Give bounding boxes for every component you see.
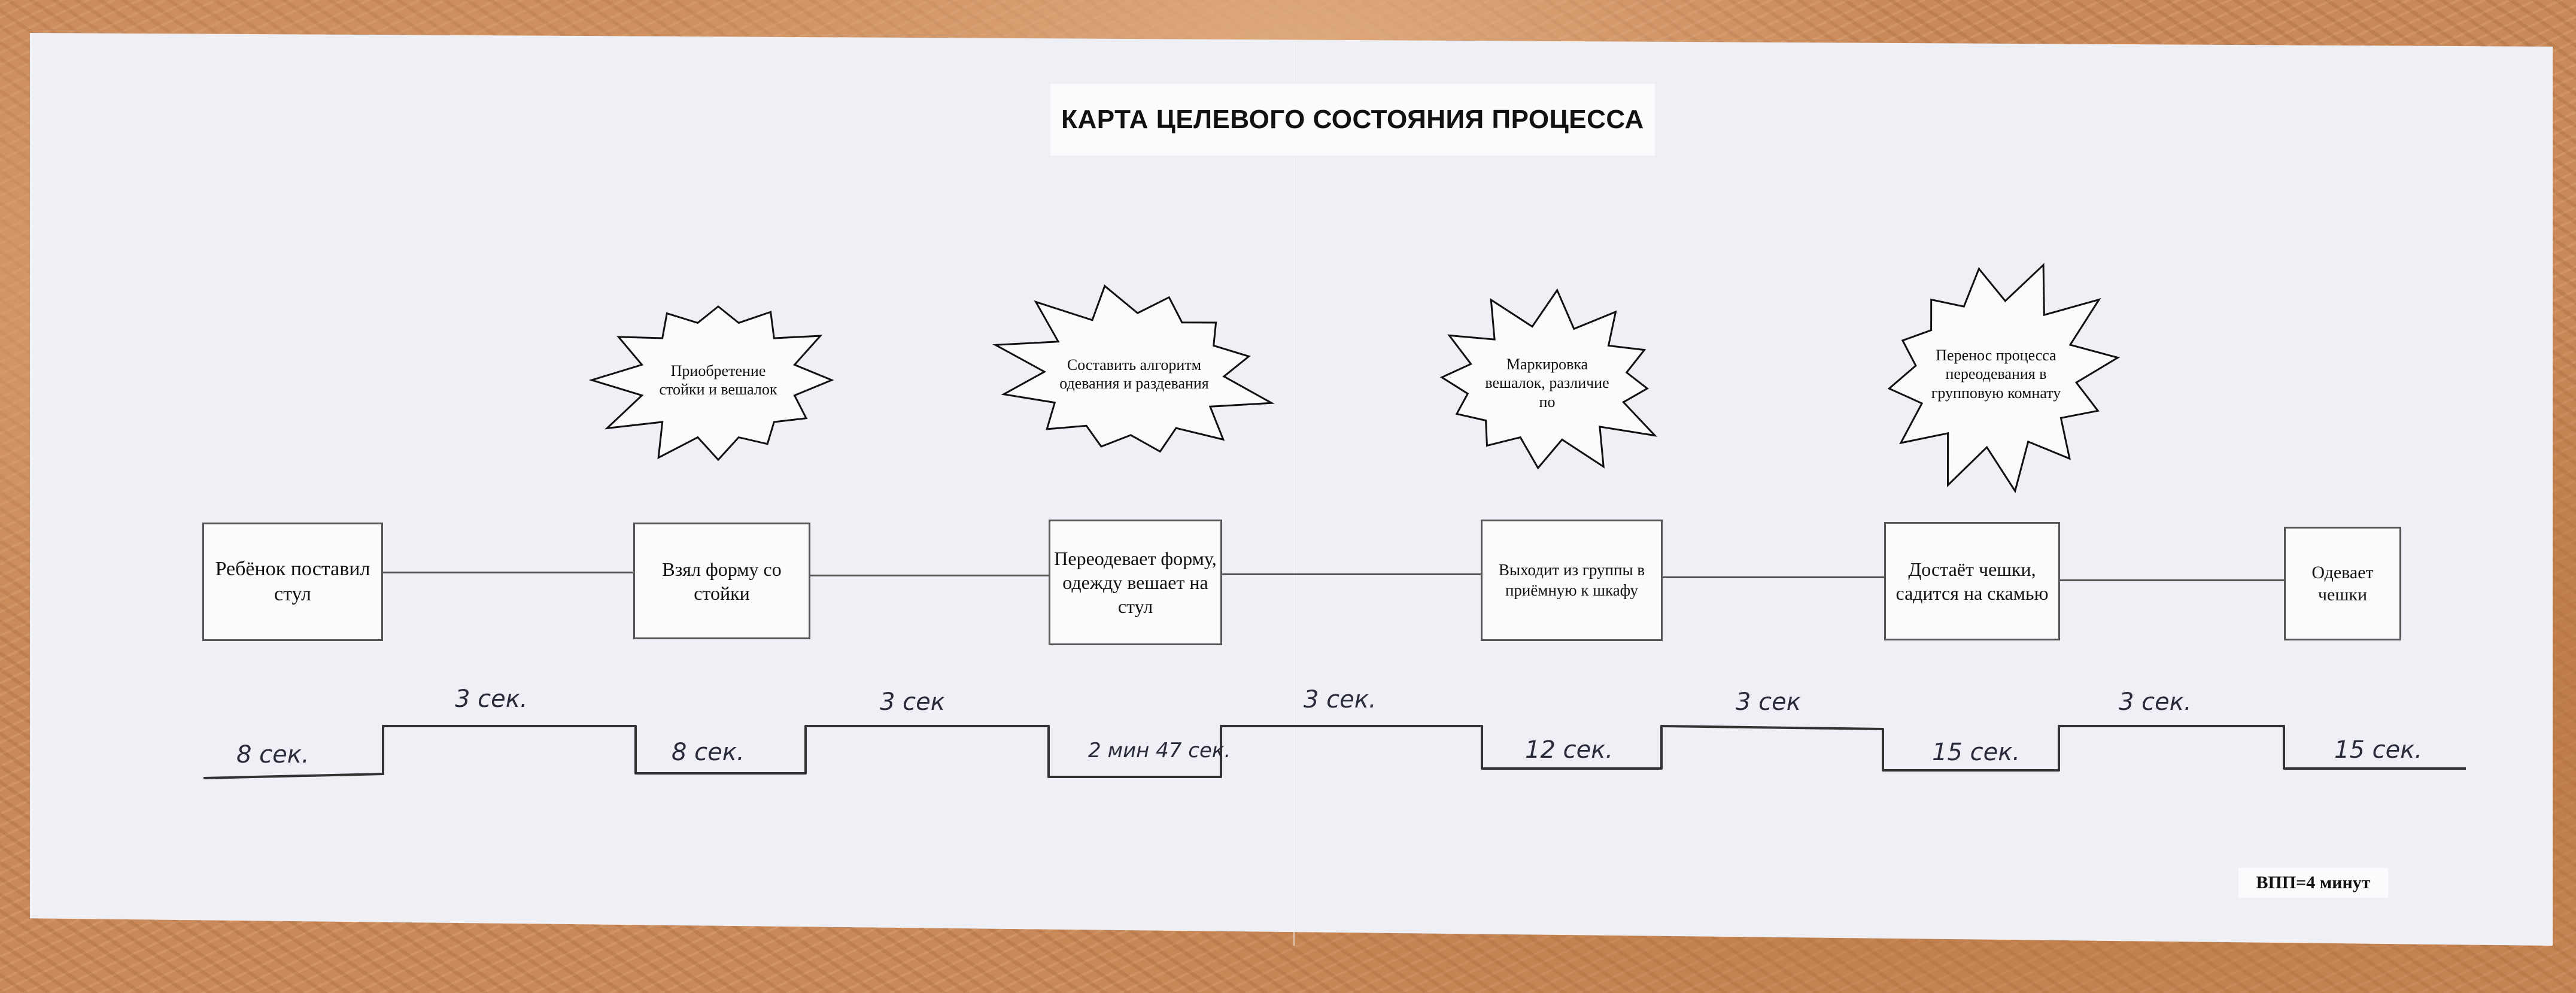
improvement-label: Перенос процесса переодевания в группову… <box>1931 347 2061 402</box>
improvement-burst: Составить алгоритм одевания и раздевания <box>985 272 1284 476</box>
paper-fold <box>1293 42 1295 946</box>
step-time-label: 8 сек. <box>236 741 309 769</box>
improvement-label: Маркировка вешалок, различие по <box>1485 356 1609 411</box>
step-time-label: 15 сек. <box>2334 736 2423 764</box>
process-step: Достаёт чешки, садится на скамью <box>1884 522 2060 640</box>
improvement-burst: Перенос процесса переодевания в группову… <box>1861 251 2131 497</box>
improvement-burst: Маркировка вешалок, различие по <box>1412 287 1682 479</box>
process-step-label: Ребёнок поставил стул <box>215 557 370 606</box>
connector-line <box>1221 573 1482 575</box>
connector-line <box>809 575 1049 576</box>
process-step-label: Одевает чешки <box>2311 562 2374 605</box>
transition-time-label: 3 сек <box>880 688 945 716</box>
process-step: Одевает чешки <box>2284 527 2401 640</box>
paper-sheet <box>30 33 2553 946</box>
improvement-label: Составить алгоритм одевания и раздевания <box>1059 356 1209 392</box>
process-step: Переодевает форму, одежду вешает на стул <box>1049 520 1222 645</box>
total-lead-time: ВПП=4 минут <box>2238 868 2388 898</box>
connector-line <box>1661 576 1884 578</box>
improvement-burst: Приобретение стойки и вешалок <box>587 281 850 479</box>
improvement-label: Приобретение стойки и вешалок <box>659 362 777 398</box>
process-step: Выходит из группы в приёмную к шкафу <box>1481 520 1663 641</box>
transition-time-label: 3 сек. <box>1304 686 1377 713</box>
process-step: Взял форму со стойки <box>633 523 810 639</box>
process-step-label: Взял форму со стойки <box>662 558 782 604</box>
transition-time-label: 3 сек. <box>455 685 528 713</box>
step-time-label: 12 сек. <box>1525 736 1614 764</box>
step-time-label: 8 сек. <box>672 739 745 766</box>
connector-line <box>383 572 634 573</box>
transition-time-label: 3 сек <box>1736 688 1801 716</box>
process-step-label: Выходит из группы в приёмную к шкафу <box>1498 560 1645 599</box>
burst-star-icon <box>1439 288 1658 470</box>
burst-star-icon <box>1887 263 2121 493</box>
process-step-label: Достаёт чешки, садится на скамью <box>1895 558 2049 604</box>
transition-time-label: 3 сек. <box>2119 688 2192 716</box>
page-title: КАРТА ЦЕЛЕВОГО СОСТОЯНИЯ ПРОЦЕССА <box>1050 84 1655 156</box>
burst-star-icon <box>588 305 834 461</box>
burst-star-icon <box>992 284 1275 453</box>
process-step: Ребёнок поставил стул <box>202 523 383 641</box>
step-time-label: 15 сек. <box>1932 739 2021 766</box>
connector-line <box>2059 579 2285 581</box>
process-step-label: Переодевает форму, одежду вешает на стул <box>1054 548 1217 617</box>
step-time-label: 2 мин 47 сек. <box>1088 739 1231 763</box>
